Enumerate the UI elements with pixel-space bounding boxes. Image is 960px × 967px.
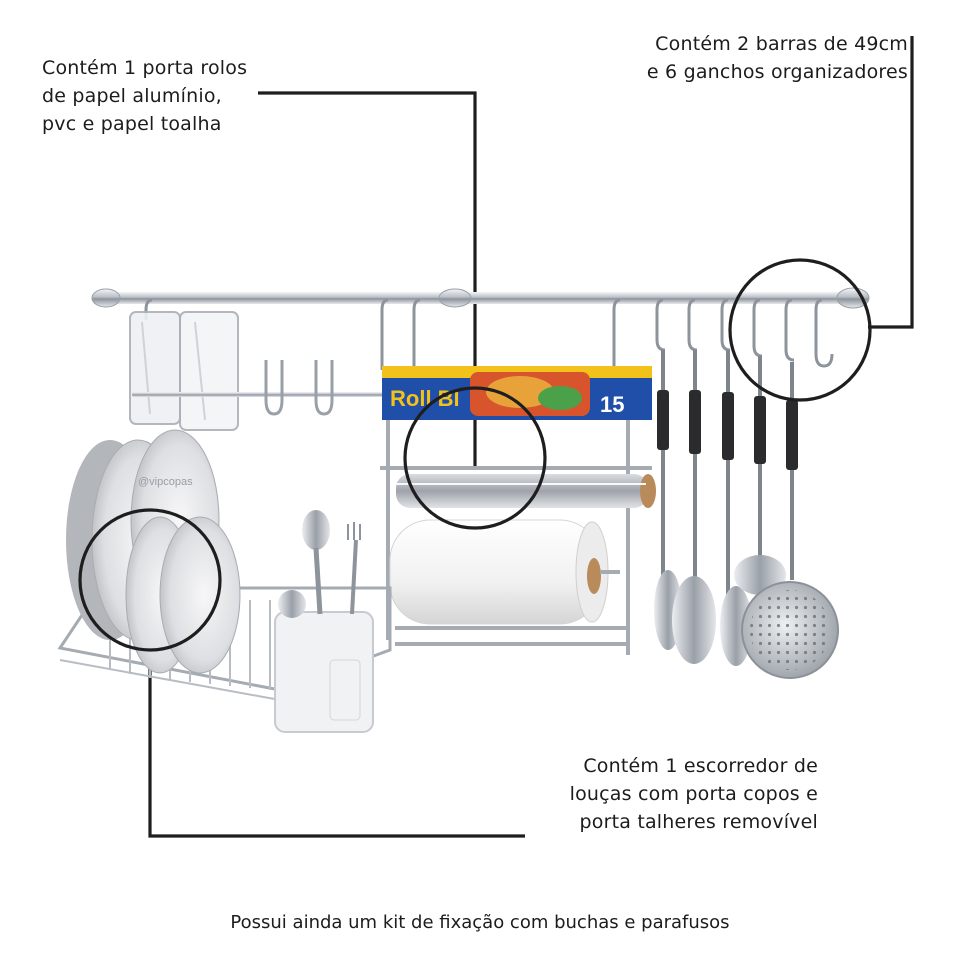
organizer-hooks: [144, 298, 834, 370]
leader-line-roll-holder: [258, 91, 477, 468]
callout-dish-rack: Contém 1 escorredor de louças com porta …: [570, 752, 818, 836]
dish-rack: @vipcopas: [57, 429, 392, 733]
callout-bars-hooks-line-2: e 6 ganchos organizadores: [646, 61, 908, 83]
highlight-circle-roll-holder: [403, 386, 547, 530]
highlight-circle-dish-rack: [78, 508, 222, 652]
callout-roll-holder-line-1: Contém 1 porta rolos: [42, 57, 248, 79]
rail-bar: [91, 287, 870, 309]
highlight-circle-hooks: [728, 258, 872, 402]
callout-roll-holder: Contém 1 porta rolos de papel alumínio, …: [42, 54, 247, 138]
callout-roll-holder-line-3: pvc e papel toalha: [42, 113, 222, 135]
foil-box: Roll Bl 15: [382, 366, 652, 420]
aluminum-roll: [396, 474, 656, 508]
leader-line-bars-hooks: [868, 36, 914, 329]
foil-brand-label: Roll Bl: [390, 386, 460, 411]
utensils: [654, 350, 839, 679]
callout-dish-rack-line-3: porta talheres removível: [579, 811, 818, 833]
paper-towel-roll: [389, 519, 620, 625]
callout-dish-rack-line-1: Contém 1 escorredor de: [583, 755, 818, 777]
callout-roll-holder-line-2: de papel alumínio,: [42, 85, 222, 107]
callout-dish-rack-line-2: louças com porta copos e: [569, 783, 818, 805]
callout-bars-hooks-line-1: Contém 2 barras de 49cm: [655, 33, 908, 55]
cup-holder: [129, 311, 392, 431]
foil-count-label: 15: [600, 392, 624, 417]
footer-note: Possui ainda um kit de fixação com bucha…: [230, 912, 730, 933]
leader-line-dish-rack: [148, 628, 525, 838]
leader-lines: [148, 36, 914, 838]
callout-bars-hooks: Contém 2 barras de 49cm e 6 ganchos orga…: [647, 30, 908, 86]
highlight-circles: [78, 258, 872, 652]
plate-brand-label: @vipcopas: [138, 476, 193, 488]
